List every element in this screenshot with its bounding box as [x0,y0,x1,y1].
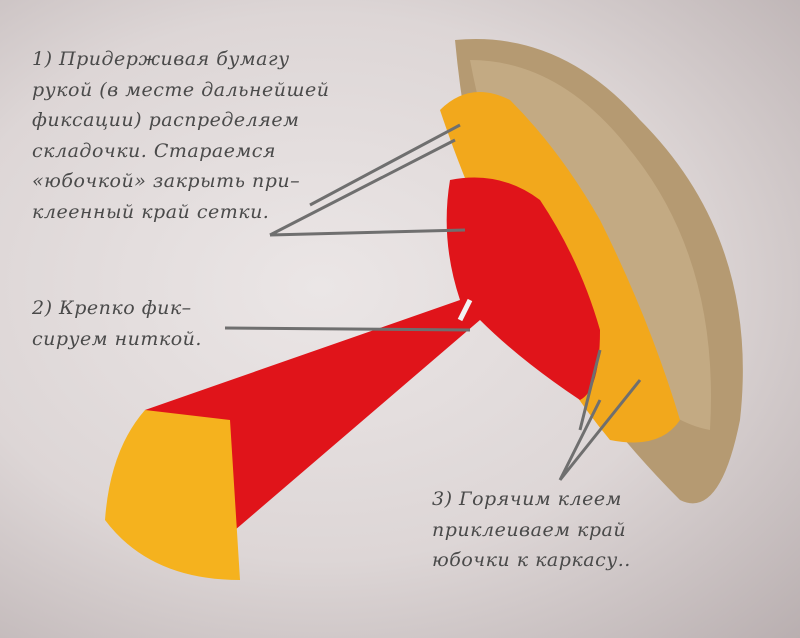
annotation-line: складочки. Стараемся [32,139,276,162]
annotation-line: 1) Придерживая бумагу [32,48,290,70]
pointer-arrows [224,123,642,481]
annotation-line: 3) Горячим клеем [432,488,622,510]
annotation-line: 2) Крепко фик– [32,297,192,319]
annotation-line: рукой (в месте дальнейшей [32,78,330,101]
annotation-step-2: 2) Крепко фик– сируем ниткой. [32,293,202,354]
red-paper-skirt [105,177,600,580]
annotation-line: фиксации) распределяем [32,109,300,131]
annotation-line: юбочки к каркасу.. [432,549,631,571]
annotation-line: клеенный край сетки. [32,200,270,223]
annotation-line: приклеиваем край [432,518,627,541]
annotation-step-1: 1) Придерживая бумагу рукой (в месте дал… [32,44,329,227]
annotation-line: сируем ниткой. [32,327,202,350]
annotation-line: «юбочкой» закрыть при– [32,170,301,192]
annotation-step-3: 3) Горячим клеем приклеиваем край юбочки… [432,484,631,576]
